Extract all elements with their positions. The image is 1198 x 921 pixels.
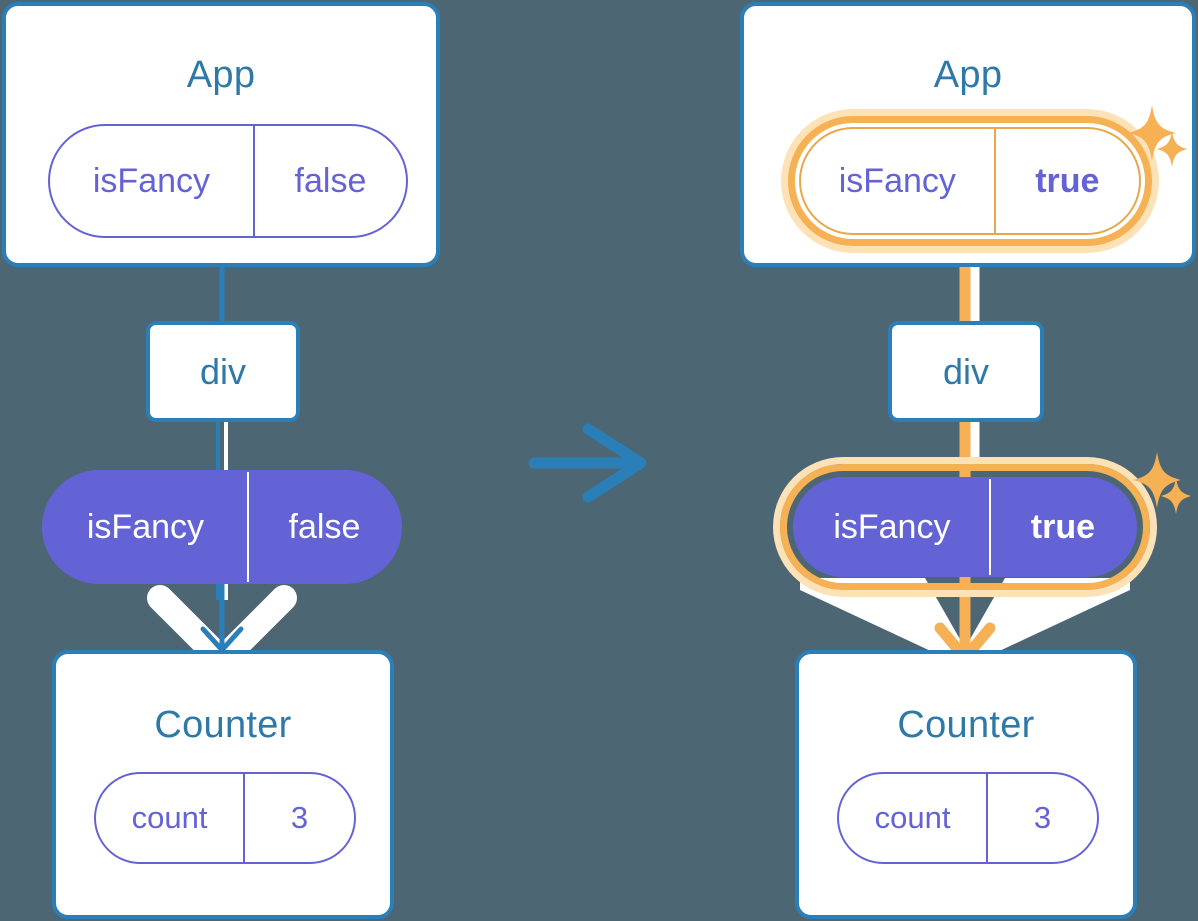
sparkle-star-small-icon <box>1157 131 1187 167</box>
before-counter-state-key: count <box>131 800 208 835</box>
sparkle-star-large-icon <box>1133 452 1181 508</box>
after-div-label: div <box>942 350 990 392</box>
after-app-state-value: true <box>993 129 1139 233</box>
before-app-state-key: isFancy <box>92 161 211 200</box>
after-counter-state-pill: count 3 <box>837 772 1099 864</box>
after-prop-key: isFancy <box>833 507 951 546</box>
arrow-right-icon <box>528 423 647 503</box>
before-counter-card: Counter count 3 <box>52 650 394 919</box>
before-app-state-pill: isFancy false <box>48 124 408 238</box>
after-div-card: div <box>888 321 1044 422</box>
before-prop-value: false <box>246 472 400 582</box>
before-prop-pill: isFancy false <box>42 470 402 584</box>
before-app-state-value: false <box>252 126 406 236</box>
after-counter-state-key: count <box>874 800 951 835</box>
before-div-label: div <box>199 350 247 392</box>
sparkle-star-small-icon <box>1161 478 1191 514</box>
before-prop-key: isFancy <box>86 507 205 546</box>
sparkle-star-large-icon <box>1128 105 1176 161</box>
before-div-card: div <box>146 321 300 422</box>
after-counter-title: Counter <box>897 704 1035 746</box>
after-counter-state-value: 3 <box>986 774 1097 862</box>
after-counter-card: Counter count 3 <box>795 650 1137 919</box>
after-app-state-key: isFancy <box>838 161 956 200</box>
after-app-title: App <box>933 54 1003 96</box>
right-white-chevron <box>800 578 1130 660</box>
before-counter-state-pill: count 3 <box>94 772 356 864</box>
before-app-card: App isFancy false <box>2 2 440 267</box>
after-prop-pill: isFancy true <box>793 477 1137 577</box>
after-prop-value: true <box>988 479 1135 575</box>
before-counter-state-value: 3 <box>243 774 354 862</box>
before-counter-title: Counter <box>154 704 292 746</box>
before-app-title: App <box>186 54 256 96</box>
after-app-state-pill: isFancy true <box>799 127 1141 235</box>
